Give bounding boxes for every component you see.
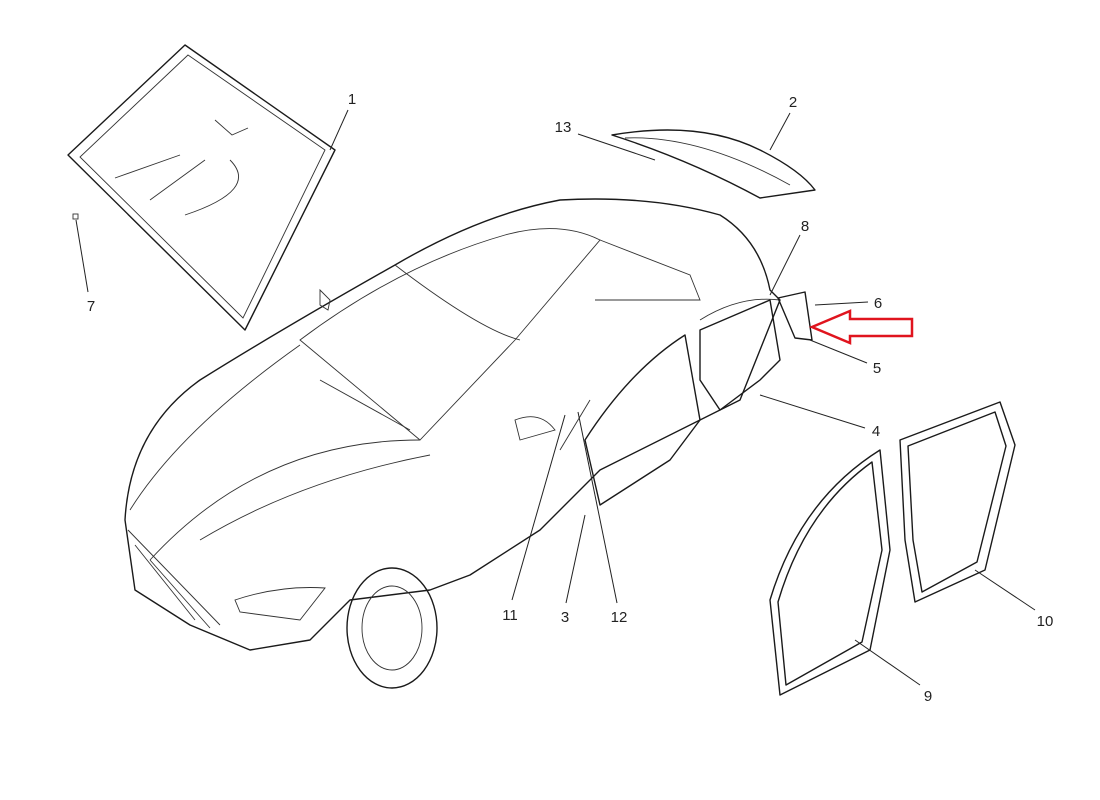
leader-lines xyxy=(75,109,1036,686)
callout-2[interactable]: 2 xyxy=(789,94,797,111)
callout-8[interactable]: 8 xyxy=(801,218,809,235)
callout-11[interactable]: 11 xyxy=(502,607,518,624)
rear-door-seal-part[interactable] xyxy=(899,401,1016,603)
side-windows-parts[interactable] xyxy=(559,291,813,506)
callout-6[interactable]: 6 xyxy=(874,295,882,312)
highlight-arrow-icon xyxy=(808,309,914,345)
callout-7[interactable]: 7 xyxy=(87,298,95,315)
callout-1[interactable]: 1 xyxy=(348,91,356,108)
car-body xyxy=(124,198,781,689)
clip-part[interactable] xyxy=(72,213,79,220)
callout-labels: 1 2 3 4 5 6 7 8 9 10 11 12 13 xyxy=(87,91,1054,705)
windscreen-part[interactable] xyxy=(67,44,336,331)
front-door-seal-part[interactable] xyxy=(769,449,891,696)
callout-12[interactable]: 12 xyxy=(611,609,628,626)
callout-13[interactable]: 13 xyxy=(555,119,572,136)
callout-9[interactable]: 9 xyxy=(924,688,932,705)
callout-10[interactable]: 10 xyxy=(1037,613,1054,630)
callout-5[interactable]: 5 xyxy=(873,360,881,377)
callout-4[interactable]: 4 xyxy=(872,423,880,440)
rear-window-part[interactable] xyxy=(611,129,816,199)
callout-3[interactable]: 3 xyxy=(561,609,569,626)
